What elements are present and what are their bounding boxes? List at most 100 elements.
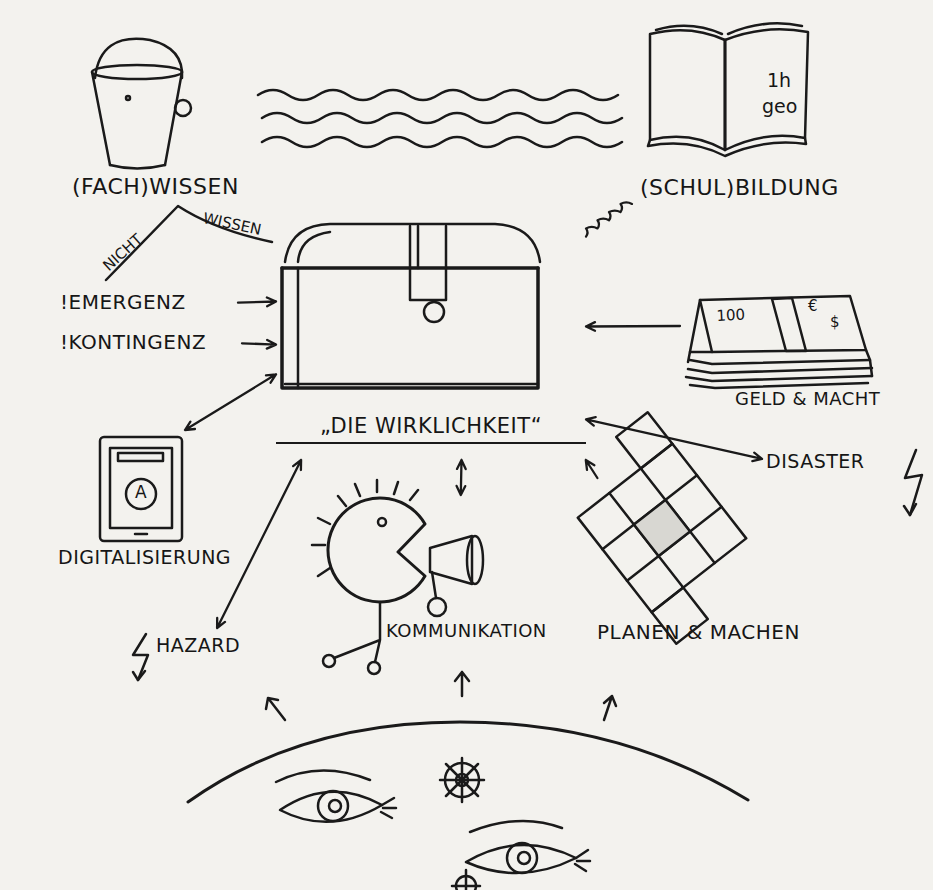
treasure-chest [298,232,330,262]
concept-label: (SCHUL)BILDUNG [640,175,839,201]
concept-node: HAZARD [152,628,252,662]
bucket-drawing [175,100,191,116]
speaker-figure [334,602,380,662]
treasure-chest [417,226,420,268]
bucket-drawing [92,72,110,165]
speaker-figure [378,518,386,526]
wiggle-connector [586,202,632,236]
concept-node: DIGITALISIERUNG [58,430,263,580]
observer-head [452,870,480,890]
bucket-drawing [95,39,182,78]
treasure-chest [285,224,540,262]
concept-node: (FACH)WISSEN [70,60,285,212]
note-label: NICHT [100,231,146,275]
planning-grid [578,444,746,612]
money-stack [772,298,806,351]
book-drawing [648,23,808,156]
view-arrows [455,672,469,696]
speaker-figure [368,662,380,674]
concept-label: DIGITALISIERUNG [58,546,231,569]
book-drawing [728,23,802,34]
note-label: 100 [716,307,746,326]
concept-node: DISASTER [762,446,902,478]
speaker-figure [428,598,446,616]
phone-drawing [135,533,147,536]
treasure-chest [424,302,444,322]
observer-head [507,843,537,873]
concept-node: (SCHUL)BILDUNG [632,15,882,215]
money-stack [688,368,872,373]
concept-label: GELD & MACHT [735,388,880,410]
concept-label: „DIE WIRKLICHKEIT“ [276,414,586,444]
planning-grid [553,412,771,643]
arrow-connector [586,460,598,478]
bucket-drawing [92,39,191,169]
observer-head [188,722,748,802]
bucket-drawing [165,72,182,165]
book-drawing [725,29,808,150]
observer-head [280,792,382,822]
note-label: 1h [767,70,791,92]
money-stack [686,296,872,388]
planning-grid [634,500,690,556]
money-stack [690,351,712,354]
concept-node: PLANEN & MACHEN [572,478,832,658]
wave-lines [262,113,622,123]
speaker-figure [467,536,483,584]
planning-grid [578,444,746,612]
concept-node: „DIE WIRKLICHKEIT“ [276,222,586,460]
book-drawing [656,26,722,34]
wave-lines [258,90,618,100]
phone-drawing [100,437,182,541]
arrow-connector [457,460,466,495]
money-stack [700,296,866,352]
lightning-symbol [133,450,922,680]
observer-head [518,852,530,864]
speaker-figure [323,655,335,667]
view-arrows [604,696,616,720]
note-label: A [135,483,147,503]
arrow-connector [238,298,276,307]
concept-node: KOMMUNIKATION [310,495,568,675]
money-stack [690,383,868,388]
observer-head [575,850,590,871]
money-stack [690,360,870,364]
concept-label: HAZARD [156,634,240,657]
wave-lines [262,137,622,147]
concept-label: DISASTER [766,450,865,473]
concept-label: !EMERGENZ [60,290,186,314]
view-arrows [266,698,285,720]
concept-label: PLANEN & MACHEN [597,620,800,644]
phone-drawing [126,479,156,509]
planning-grid [616,412,672,468]
observer-head [466,845,576,873]
view-arrows [266,672,616,720]
bucket-drawing [110,165,165,169]
note-label: geo [762,96,797,118]
treasure-chest [285,383,538,386]
lightning-symbol [905,450,922,515]
observer-head [188,722,748,890]
wave-lines [258,90,622,147]
observer-head [470,821,562,832]
phone-drawing [118,453,163,461]
speaker-figure [312,480,483,674]
note-label: WISSEN [201,210,262,239]
speaker-figure [328,498,425,602]
lightning-symbol [904,504,916,515]
phone-drawing [100,437,182,541]
book-drawing [650,30,725,150]
speaker-figure [430,536,472,584]
arrow-connector [586,417,762,461]
money-stack [866,350,872,376]
lightning-symbol [133,671,145,680]
lightning-symbol [133,634,148,680]
bucket-drawing [92,65,182,79]
treasure-chest [282,224,540,388]
book-drawing [724,40,727,150]
note-label: € [808,298,818,315]
arrow-connector [586,322,680,331]
